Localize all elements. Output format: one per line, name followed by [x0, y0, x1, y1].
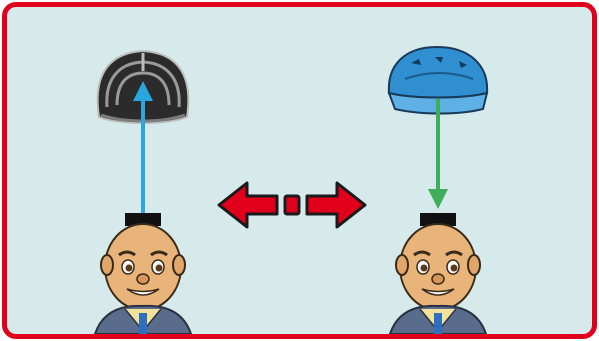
face-icon — [105, 224, 181, 310]
double-arrow-swap-icon — [219, 183, 365, 227]
face-icon — [400, 224, 476, 310]
right-character — [390, 213, 486, 334]
scene-canvas — [7, 7, 592, 334]
left-character — [95, 213, 191, 334]
